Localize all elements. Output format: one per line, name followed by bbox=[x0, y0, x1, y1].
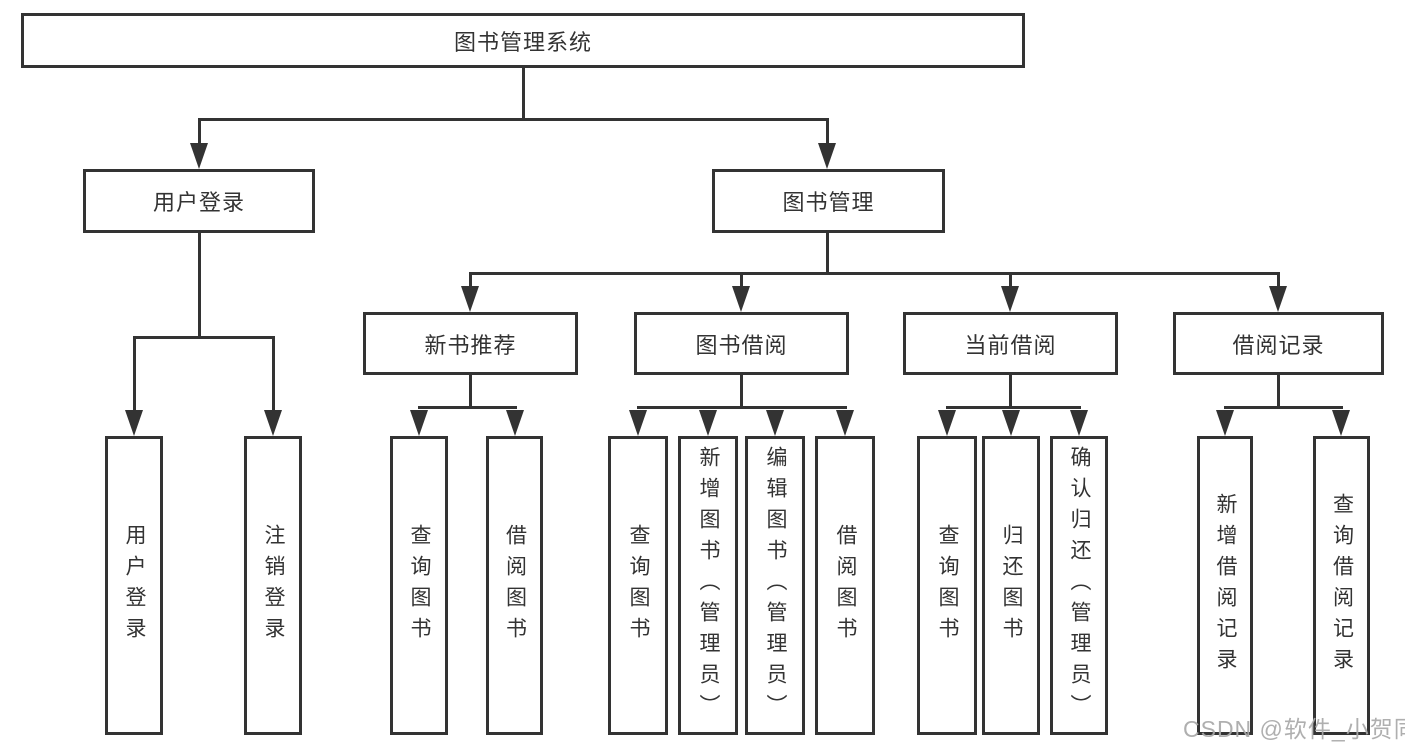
leaf-bb-edit-books-admin: 编辑图书（管理员） bbox=[745, 436, 805, 735]
leaf-cb-return-books: 归还图书 bbox=[982, 436, 1040, 735]
connector-newbook-hline bbox=[418, 406, 517, 409]
connector-root-stub bbox=[522, 68, 525, 118]
connector-bookmgmt-stub bbox=[826, 233, 829, 272]
connector-borrowrecords-hline bbox=[1224, 406, 1343, 409]
arrow-down-icon bbox=[836, 410, 854, 436]
connector-newbook-stub bbox=[469, 375, 472, 406]
leaf-nb-borrow-books: 借阅图书 bbox=[486, 436, 543, 735]
connector-stub bbox=[826, 118, 829, 146]
leaf-label: 查询图书 bbox=[408, 523, 431, 648]
leaf-br-query-record: 查询借阅记录 bbox=[1313, 436, 1370, 735]
node-book-borrow: 图书借阅 bbox=[634, 312, 849, 375]
leaf-bb-add-books-admin: 新增图书（管理员） bbox=[678, 436, 738, 735]
connector-stub bbox=[198, 118, 201, 146]
leaf-label: 借阅图书 bbox=[834, 523, 857, 648]
connector-currentborrow-stub bbox=[1009, 375, 1012, 406]
connector-bookborrow-hline bbox=[637, 406, 847, 409]
arrow-down-icon bbox=[818, 143, 836, 169]
connector-currentborrow-hline bbox=[946, 406, 1081, 409]
leaf-label: 新增图书（管理员） bbox=[697, 446, 720, 725]
node-new-book-recommend: 新书推荐 bbox=[363, 312, 578, 375]
leaf-cb-query-books: 查询图书 bbox=[917, 436, 977, 735]
connector-stub bbox=[133, 336, 136, 413]
connector-stub bbox=[740, 272, 743, 288]
csdn-watermark: CSDN @软件_小贺同学 bbox=[1183, 716, 1405, 742]
leaf-label: 借阅图书 bbox=[503, 523, 527, 648]
arrow-down-icon bbox=[506, 410, 524, 436]
leaf-label: 确认归还（管理员） bbox=[1068, 446, 1091, 725]
leaf-br-add-record: 新增借阅记录 bbox=[1197, 436, 1253, 735]
arrow-down-icon bbox=[629, 410, 647, 436]
arrow-down-icon bbox=[190, 143, 208, 169]
node-book-management: 图书管理 bbox=[712, 169, 945, 233]
leaf-label: 新增借阅记录 bbox=[1214, 492, 1237, 679]
connector-userlogin-stub bbox=[198, 233, 201, 336]
leaf-bb-query-books: 查询图书 bbox=[608, 436, 668, 735]
leaf-label: 查询图书 bbox=[936, 523, 959, 648]
connector-bookborrow-stub bbox=[740, 375, 743, 406]
arrow-down-icon bbox=[699, 410, 717, 436]
arrow-down-icon bbox=[1070, 410, 1088, 436]
connector-root-hline bbox=[198, 118, 829, 121]
connector-bookmgmt-hline bbox=[469, 272, 1280, 275]
arrow-down-icon bbox=[1216, 410, 1234, 436]
leaf-label: 注销登录 bbox=[262, 523, 285, 648]
node-borrow-records: 借阅记录 bbox=[1173, 312, 1384, 375]
arrow-down-icon bbox=[1332, 410, 1350, 436]
arrow-down-icon bbox=[938, 410, 956, 436]
leaf-user-login: 用户登录 bbox=[105, 436, 163, 735]
node-root: 图书管理系统 bbox=[21, 13, 1025, 68]
arrow-down-icon bbox=[125, 410, 143, 436]
leaf-label: 用户登录 bbox=[123, 523, 146, 648]
node-user-login: 用户登录 bbox=[83, 169, 315, 233]
connector-stub bbox=[1009, 272, 1012, 288]
leaf-label: 查询借阅记录 bbox=[1330, 492, 1354, 679]
connector-stub bbox=[469, 272, 472, 288]
arrow-down-icon bbox=[461, 286, 479, 312]
arrow-down-icon bbox=[1269, 286, 1287, 312]
connector-stub bbox=[272, 336, 275, 413]
leaf-bb-borrow-books: 借阅图书 bbox=[815, 436, 875, 735]
node-current-borrow: 当前借阅 bbox=[903, 312, 1118, 375]
arrow-down-icon bbox=[1001, 286, 1019, 312]
connector-userlogin-hline bbox=[133, 336, 275, 339]
connector-borrowrecords-stub bbox=[1277, 375, 1280, 406]
arrow-down-icon bbox=[410, 410, 428, 436]
leaf-cb-confirm-return-admin: 确认归还（管理员） bbox=[1050, 436, 1108, 735]
leaf-label: 查询图书 bbox=[627, 523, 650, 648]
leaf-nb-query-books: 查询图书 bbox=[390, 436, 448, 735]
leaf-logout: 注销登录 bbox=[244, 436, 302, 735]
connector-stub bbox=[1277, 272, 1280, 288]
arrow-down-icon bbox=[732, 286, 750, 312]
arrow-down-icon bbox=[264, 410, 282, 436]
arrow-down-icon bbox=[1002, 410, 1020, 436]
leaf-label: 编辑图书（管理员） bbox=[764, 446, 787, 725]
leaf-label: 归还图书 bbox=[1000, 523, 1023, 648]
arrow-down-icon bbox=[766, 410, 784, 436]
